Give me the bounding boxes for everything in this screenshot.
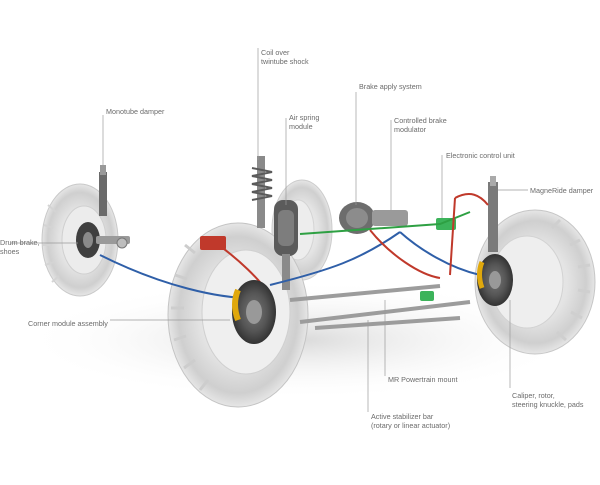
label-controlled-brake: Controlled brake modulator [394,116,447,134]
brake-apply-unit [339,202,408,234]
leader-lines [10,48,528,412]
monotube-damper [99,165,107,216]
mr-mount-part [420,291,434,301]
ecu-box [436,218,456,230]
front-right-rotor [477,254,513,306]
red-controller [200,236,226,250]
label-brake-apply: Brake apply system [359,82,422,91]
ecu-line [299,211,471,235]
label-ecu: Electronic control unit [446,151,515,160]
coil-over-shock [251,156,273,228]
label-air-spring: Air spring module [289,113,320,131]
front-right-tire [474,209,596,355]
magneride-damper-part [488,176,498,252]
drum-brake-assembly [76,222,130,258]
label-stabilizer: Active stabilizer bar (rotary or linear … [371,412,451,430]
brake-line-red [211,193,489,296]
label-mr-mount: MR Powertrain mount [388,375,458,384]
air-spring-module [274,200,298,290]
label-coil-over: Coil over twintube shock [261,48,309,66]
label-caliper: Caliper, rotor, steering knuckle, pads [512,391,584,409]
label-magneride: MagneRide damper [530,186,594,195]
label-corner-module: Corner module assembly [28,319,108,328]
label-drum-brake: Drum brake, shoes [0,238,40,256]
label-monotube: Monotube damper [106,107,165,116]
front-left-rotor [232,280,276,344]
